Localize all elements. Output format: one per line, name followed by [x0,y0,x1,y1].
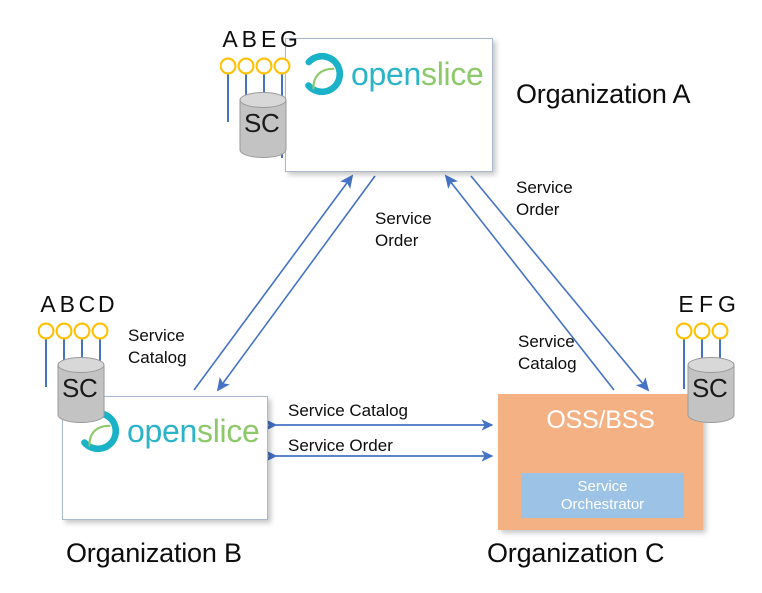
service-orchestrator-component[interactable]: Service Orchestrator [521,473,684,518]
catalog-store-label-b: SC [62,373,98,403]
edge-label-line2: Catalog [518,354,577,374]
edge-label-service-order-left: Service Order [375,208,432,253]
catalog-marker: E [260,26,277,52]
catalog-marker: E [678,291,694,317]
connector-a-to-b-service-catalog [216,175,376,392]
openslice-wordmark: openslice [127,415,260,447]
organization-c-caption: Organization C [487,538,665,568]
openslice-word-slice: slice [197,413,260,449]
catalog-marker: A [222,26,238,52]
catalog-store-label-c: SC [692,373,728,403]
edge-label-line1: Service [518,332,575,351]
catalog-marker: G [718,291,736,317]
organization-a-caption: Organization A [516,79,691,109]
catalog-markers-a: A B E G [222,26,298,52]
catalog-marker: G [279,26,298,52]
oss-bss-label: OSS/BSS [546,406,655,434]
edge-label-line2: Order [375,231,419,251]
openslice-wordmark: openslice [351,58,484,90]
openslice-word-slice: slice [421,56,484,92]
catalog-cylinder-b [38,322,109,423]
edge-label-service-catalog-right: Service Catalog [518,331,577,376]
edge-label-line2: Order [516,200,560,220]
openslice-logo-a: openslice [300,52,484,96]
edge-label-line2: Catalog [128,348,187,368]
catalog-marker: A [40,291,56,317]
catalog-store-label-a: SC [244,108,280,138]
service-orchestrator-line2: Orchestrator [560,495,645,513]
catalog-markers-c: E F G [678,291,736,317]
openslice-mark-icon [300,52,344,96]
edge-label-service-order-mid: Service Order [288,436,393,455]
catalog-cylinder-c [676,322,735,423]
catalog-marker: B [241,26,257,52]
cylinder-shape [239,92,287,158]
edge-label-line1: Service [516,178,573,197]
cylinder-shape [687,357,735,423]
edge-label-line1: Service [375,209,432,228]
openslice-word-open: open [127,413,197,449]
edge-label-line1: Service [128,326,185,345]
catalog-marker: F [698,291,714,317]
cylinder-shape [57,357,105,423]
catalog-markers-b: A B C D [40,293,114,316]
edge-label-service-order-right: Service Order [516,177,573,222]
catalog-marker: D [97,291,115,317]
organization-b-caption: Organization B [66,538,242,568]
openslice-word-open: open [351,56,421,92]
catalog-marker: B [59,291,75,317]
catalog-cylinder-a [220,57,291,158]
connector-b-to-a-service-order [193,174,354,391]
service-orchestrator-line1: Service [577,478,628,496]
edge-label-service-catalog-left: Service Catalog [128,325,187,370]
edge-label-service-catalog-mid: Service Catalog [288,401,409,420]
catalog-marker: C [78,291,96,317]
